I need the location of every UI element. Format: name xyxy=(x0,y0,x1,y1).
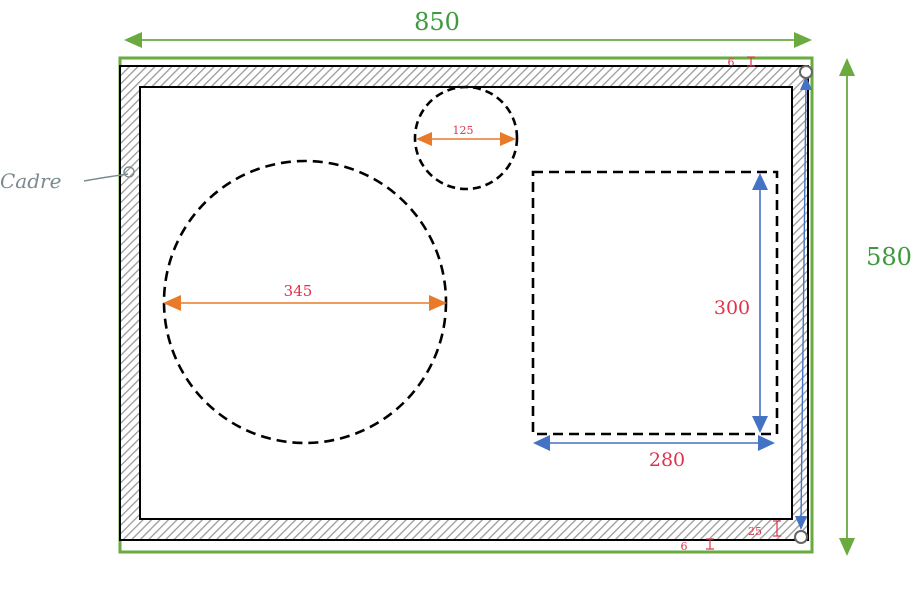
circle-large xyxy=(162,159,448,445)
dim-gap-bottom: 6 xyxy=(681,538,714,553)
dim-width-overall: 850 xyxy=(124,8,812,48)
circle-small-label: 125 xyxy=(453,124,474,137)
dim-circle-small: 125 xyxy=(416,124,516,146)
circle-small xyxy=(413,85,519,191)
rect-width-label: 280 xyxy=(649,449,685,471)
frame-label: Cadre xyxy=(0,169,61,193)
gap-bottom-label: 6 xyxy=(681,540,688,553)
rect-opening xyxy=(531,170,779,436)
dim-rect-height: 300 xyxy=(714,173,768,433)
frame-callout: Cadre xyxy=(0,166,135,193)
gap-top-label: 6 xyxy=(728,56,735,69)
dim-gap-top: 6 xyxy=(728,56,755,69)
dim-frame-thickness: 25 xyxy=(748,520,781,538)
circle-large-label: 345 xyxy=(284,282,313,300)
frame-hatched xyxy=(119,65,809,541)
dim-rect-width: 280 xyxy=(533,435,775,471)
width-overall-label: 850 xyxy=(414,8,460,36)
frame-thickness-label: 25 xyxy=(748,525,762,538)
dim-circle-large: 345 xyxy=(163,282,447,311)
dim-height-overall: 580 xyxy=(839,58,912,556)
rect-height-label: 300 xyxy=(714,297,750,319)
dim-frame-vertical xyxy=(794,65,813,544)
height-overall-label: 580 xyxy=(866,243,912,271)
